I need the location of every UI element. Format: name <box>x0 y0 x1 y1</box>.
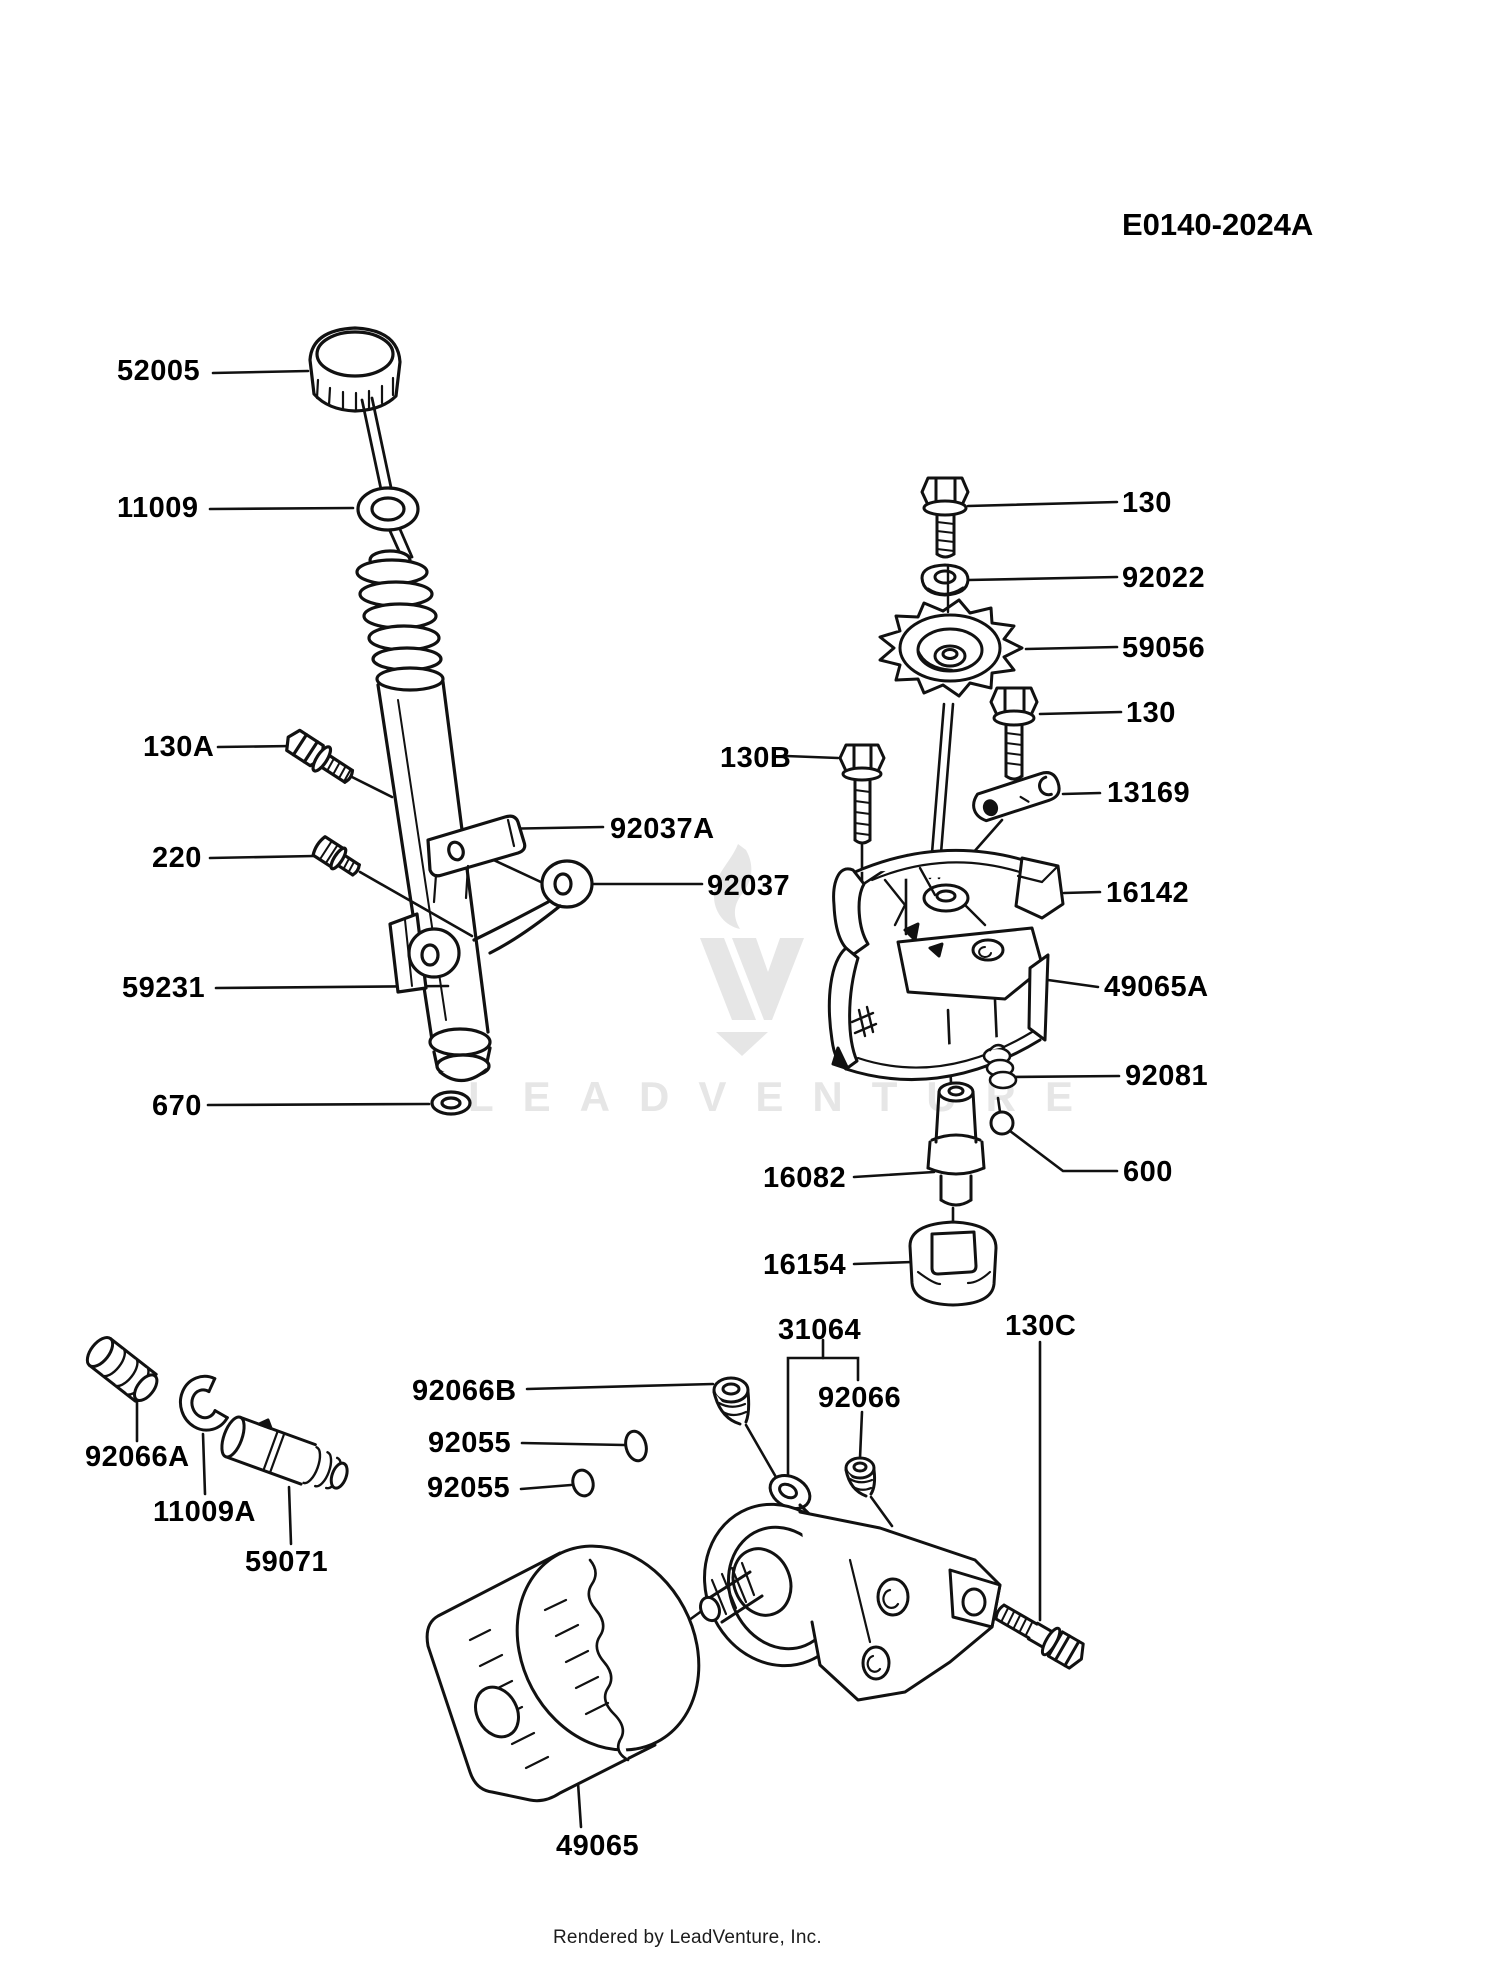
governor-shaft <box>928 702 955 880</box>
part-label-31064: 31064 <box>778 1314 862 1346</box>
part-label-92066B: 92066B <box>412 1375 517 1407</box>
washer-92022 <box>920 563 970 597</box>
spring-92081 <box>982 1043 1018 1090</box>
flame-icon <box>700 844 804 1056</box>
diagram-code: E0140-2024A <box>1122 207 1314 242</box>
part-label-130-mid: 130 <box>1126 697 1176 729</box>
part-label-59231: 59231 <box>122 972 206 1004</box>
oil-filter-49065 <box>425 1544 701 1803</box>
part-label-11009A: 11009A <box>153 1496 256 1528</box>
part-label-52005: 52005 <box>117 355 201 387</box>
bolt-130-mid <box>989 686 1039 781</box>
part-label-130B: 130B <box>720 742 792 774</box>
bolt-92066 <box>844 1456 877 1498</box>
oil-pump-31064 <box>699 1473 1002 1702</box>
plunger-16082 <box>926 1081 986 1207</box>
part-label-670: 670 <box>152 1090 202 1122</box>
part-label-92022: 92022 <box>1122 562 1206 594</box>
bolt-130C <box>994 1603 1085 1670</box>
part-label-92037A: 92037A <box>610 813 715 845</box>
part-label-92066: 92066 <box>818 1382 902 1414</box>
part-label-92055-2: 92055 <box>427 1472 511 1504</box>
part-label-92037: 92037 <box>707 870 791 902</box>
bolt-130B <box>838 743 886 845</box>
oil-tube-59231 <box>355 549 492 1083</box>
part-label-59056: 59056 <box>1122 632 1206 664</box>
part-label-59071: 59071 <box>245 1546 329 1578</box>
o-ring-92055-1 <box>624 1429 648 1463</box>
rendered-by-credit: Rendered by LeadVenture, Inc. <box>553 1927 822 1948</box>
clamp-92037 <box>388 859 594 994</box>
shaft-case-49065A <box>827 946 1050 1082</box>
part-label-16154: 16154 <box>763 1249 847 1281</box>
part-label-16142: 16142 <box>1106 877 1190 909</box>
o-ring-11009 <box>356 486 420 532</box>
part-label-49065A: 49065A <box>1104 971 1209 1003</box>
o-ring-11009A <box>179 1374 229 1432</box>
o-ring-92055-2 <box>571 1468 595 1498</box>
fitting-92066A <box>85 1336 159 1403</box>
bolt-130-top <box>920 476 970 559</box>
part-label-130-top: 130 <box>1122 487 1172 519</box>
ball-600 <box>989 1110 1015 1136</box>
part-label-92081: 92081 <box>1125 1060 1209 1092</box>
part-label-130A: 130A <box>143 731 215 763</box>
part-label-92066A: 92066A <box>85 1441 190 1473</box>
part-label-16082: 16082 <box>763 1162 847 1194</box>
governor-assembly-16142 <box>832 848 1065 1001</box>
plug-92066B <box>712 1376 751 1426</box>
part-label-92055-1: 92055 <box>428 1427 512 1459</box>
cup-16154 <box>908 1220 998 1307</box>
bolt-130A <box>285 728 355 784</box>
part-label-13169: 13169 <box>1107 777 1191 809</box>
tube-fitting-59071 <box>220 1415 349 1490</box>
bracket-plate-92037A <box>426 814 527 904</box>
washer-670 <box>430 1090 472 1116</box>
sprocket-59056 <box>878 563 1024 698</box>
oil-filler-cap-52005 <box>308 326 402 413</box>
screw-220 <box>311 835 361 877</box>
part-label-49065: 49065 <box>556 1830 640 1862</box>
part-label-220: 220 <box>152 842 202 874</box>
leadventure-watermark-logo <box>672 842 812 1057</box>
part-label-130C: 130C <box>1005 1310 1077 1342</box>
holder-13169 <box>972 771 1061 823</box>
part-label-11009: 11009 <box>117 492 199 524</box>
dipstick-rod <box>360 396 414 562</box>
part-label-600: 600 <box>1123 1156 1173 1188</box>
